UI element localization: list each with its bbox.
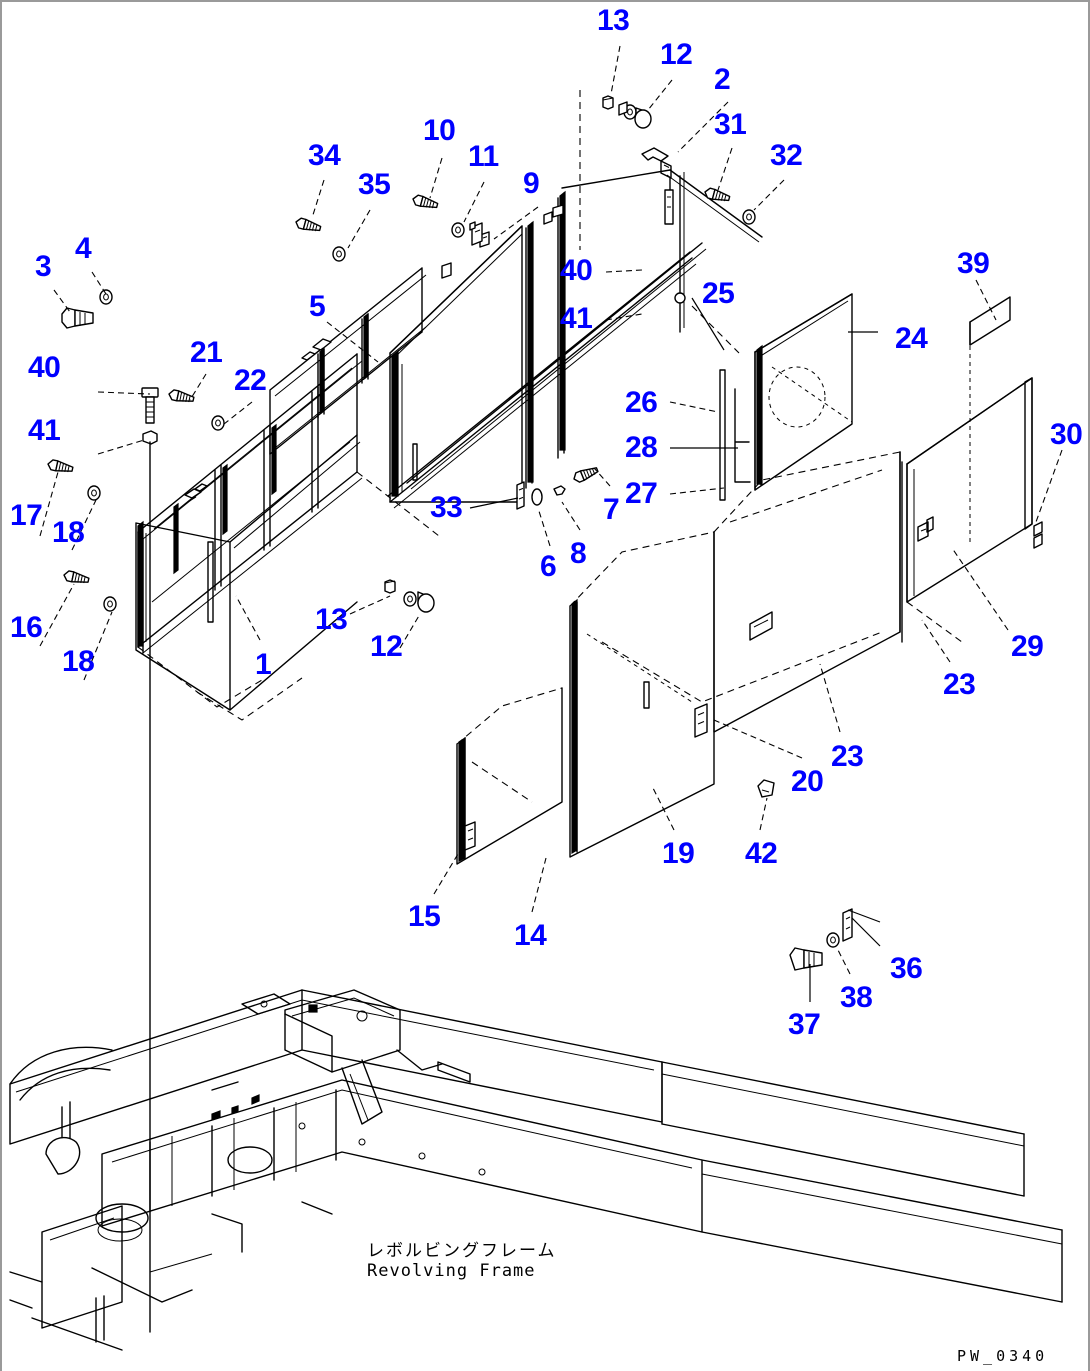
leader-lines — [39, 45, 1063, 1002]
callout-18b: 18 — [62, 645, 95, 678]
revolving-frame-body — [9, 989, 1063, 1351]
callout-10: 10 — [423, 114, 456, 147]
callout-25: 25 — [702, 277, 735, 310]
callout-7: 7 — [603, 493, 620, 526]
callout-8: 8 — [570, 537, 587, 570]
left-door-frame-assembly — [137, 267, 440, 708]
callout-15: 15 — [408, 900, 441, 933]
callout-18a: 18 — [52, 516, 85, 549]
callout-9: 9 — [523, 167, 540, 200]
callout-37: 37 — [788, 1008, 821, 1041]
fastener-cluster-mid — [516, 464, 600, 510]
callout-5: 5 — [309, 290, 326, 323]
fastener-cluster-left-top — [294, 193, 483, 262]
top-right-hinge-cluster — [561, 90, 763, 333]
callout-42: 42 — [745, 837, 778, 870]
callout-14: 14 — [514, 919, 547, 952]
callout-34: 34 — [308, 139, 341, 172]
callout-13a: 13 — [597, 4, 630, 37]
callout-3: 3 — [35, 250, 52, 283]
callout-41b: 41 — [560, 302, 593, 335]
callout-22: 22 — [234, 364, 267, 397]
callout-32: 32 — [770, 139, 803, 172]
callout-40a: 40 — [28, 351, 61, 384]
callout-6: 6 — [540, 550, 557, 583]
callout-27: 27 — [625, 477, 658, 510]
fastener-cluster-top-right — [703, 186, 756, 225]
callout-12b: 12 — [370, 630, 403, 663]
callout-2: 2 — [714, 63, 731, 96]
fastener-cluster-top — [602, 95, 652, 129]
callout-13b: 13 — [315, 603, 348, 636]
callout-31: 31 — [714, 108, 747, 141]
sheet-code: PW_0340 — [957, 1347, 1049, 1365]
callout-28: 28 — [625, 431, 658, 464]
callout-21: 21 — [190, 336, 223, 369]
callout-29: 29 — [1011, 630, 1044, 663]
callout-36: 36 — [890, 952, 923, 985]
callout-12a: 12 — [660, 38, 693, 71]
callout-1: 1 — [255, 648, 272, 681]
callout-19: 19 — [662, 837, 695, 870]
left-door-panel — [135, 434, 361, 721]
callout-38: 38 — [840, 981, 873, 1014]
callout-24: 24 — [895, 322, 928, 355]
center-panel-assembly — [387, 190, 707, 509]
callout-17: 17 — [10, 499, 43, 532]
rear-right-panel — [901, 296, 1043, 643]
callout-35: 35 — [358, 168, 391, 201]
callout-41a: 41 — [28, 414, 61, 447]
callout-23a: 23 — [943, 668, 976, 701]
fastener-cluster-left — [46, 289, 225, 1333]
callout-11: 11 — [468, 140, 499, 173]
caption-japanese: レボルビングフレーム — [367, 1241, 557, 1261]
callout-39: 39 — [957, 247, 990, 280]
caption-english: Revolving Frame — [367, 1261, 536, 1281]
callout-33: 33 — [430, 491, 463, 524]
engine-cover-panels — [456, 451, 901, 865]
right-upper-panel — [691, 293, 853, 501]
fastener-cluster-bottom-right — [789, 908, 853, 971]
callout-23b: 23 — [831, 740, 864, 773]
callout-16: 16 — [10, 611, 43, 644]
callout-4: 4 — [75, 232, 92, 265]
callout-30: 30 — [1050, 418, 1083, 451]
callout-20: 20 — [791, 765, 824, 798]
callout-26: 26 — [625, 386, 658, 419]
callout-40b: 40 — [560, 254, 593, 287]
fastener-cluster-door — [384, 579, 435, 613]
